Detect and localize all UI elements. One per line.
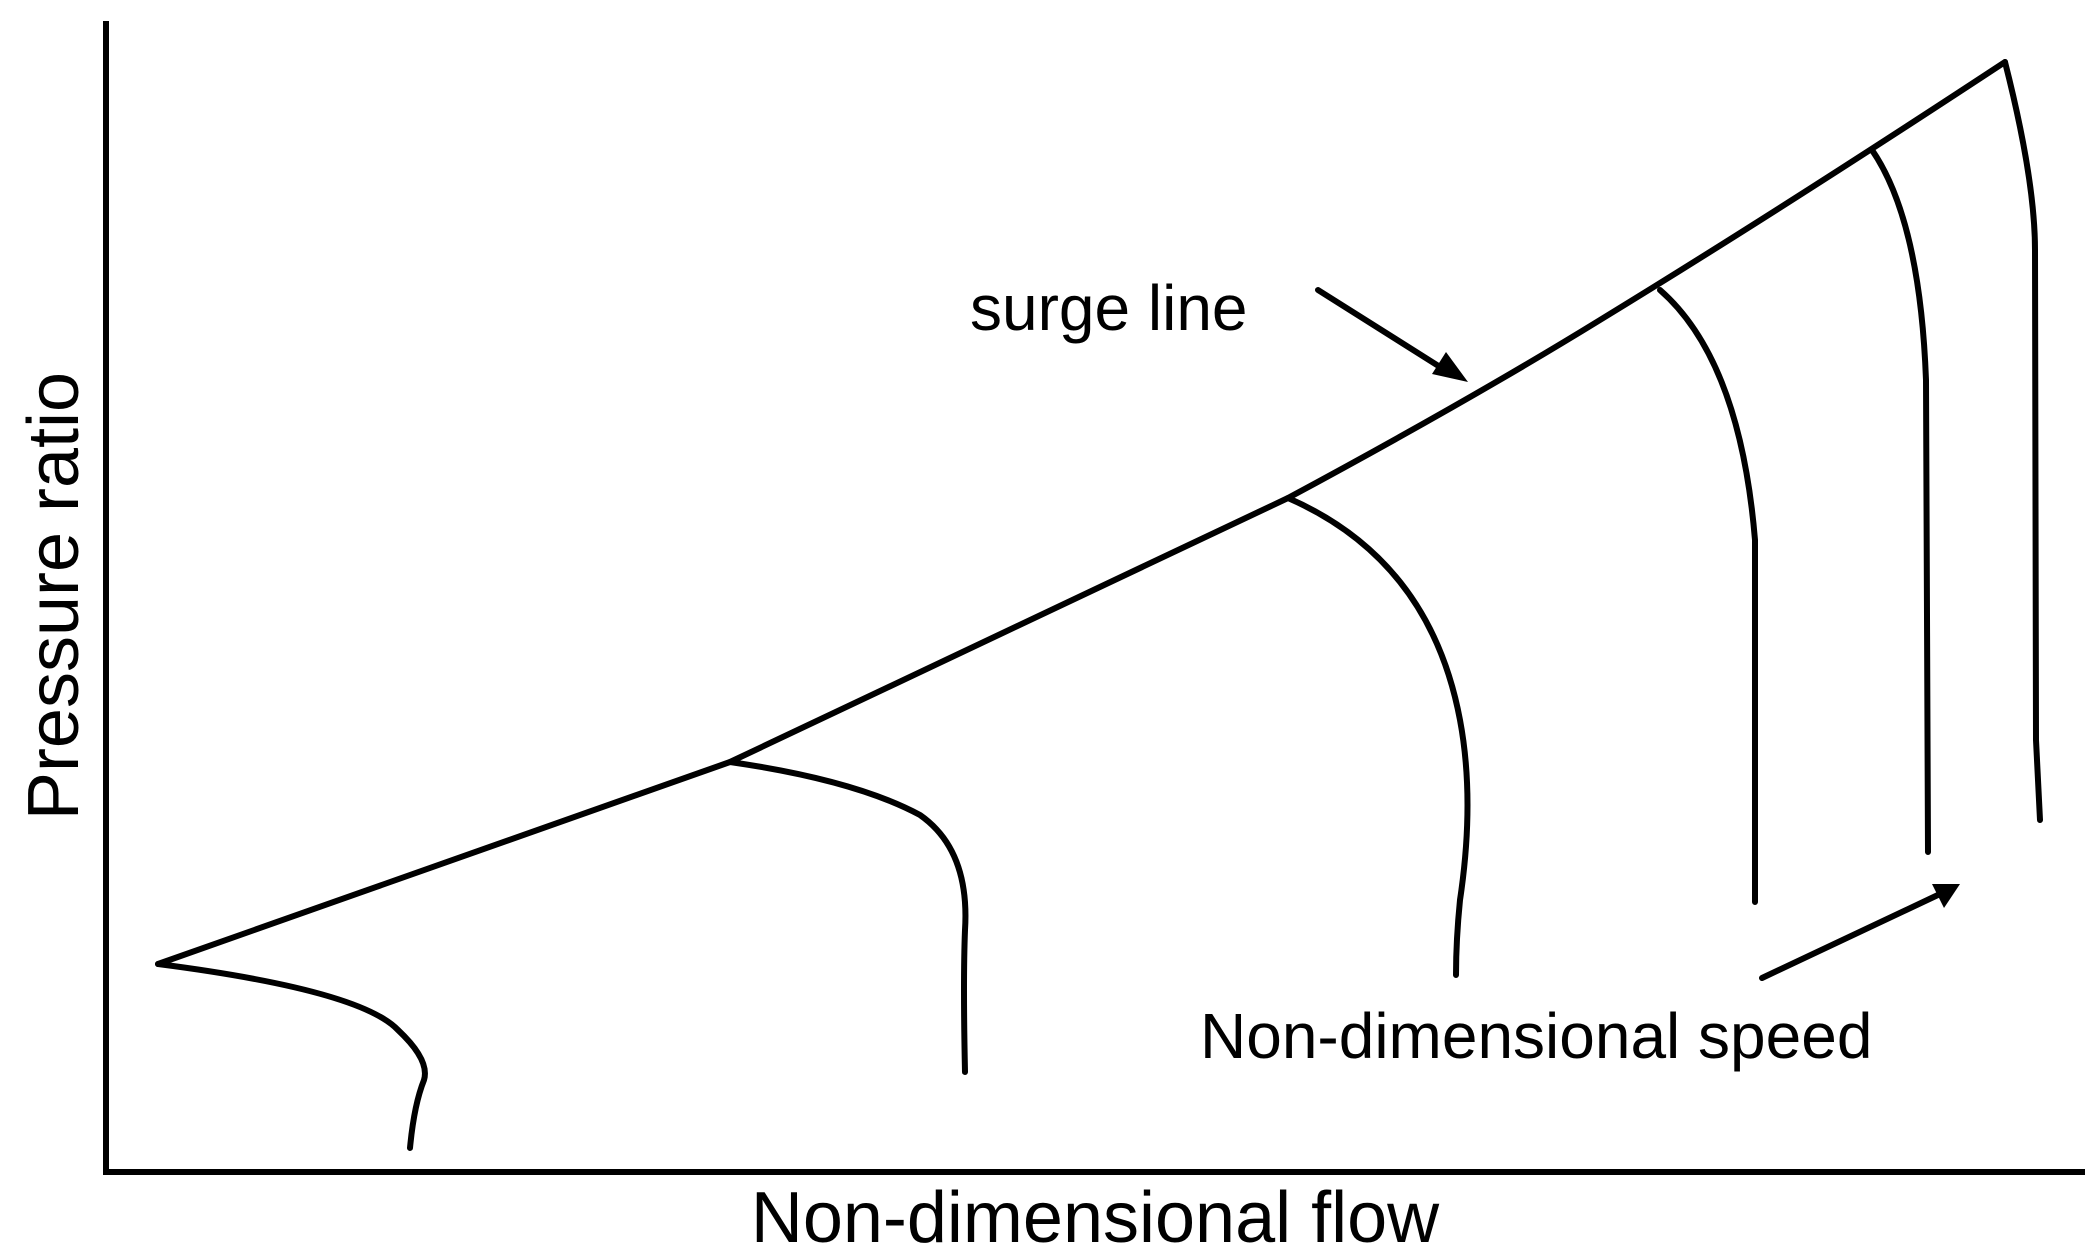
- speed-line-4: [1657, 287, 1758, 905]
- speed-line-6: [2002, 59, 2043, 823]
- speed-arrow-shaft: [1759, 891, 1943, 981]
- speed-line-2: [727, 759, 969, 1075]
- surge-line: [155, 59, 2008, 967]
- y-axis-label: Pressure ratio: [14, 372, 94, 820]
- speed-label: Non-dimensional speed: [1200, 1000, 1872, 1072]
- surge-line-label: surge line: [970, 272, 1248, 344]
- speed-line-1: [155, 961, 428, 1151]
- speed-arrow-head: [1932, 884, 1960, 908]
- x-axis-label: Non-dimensional flow: [751, 1178, 1440, 1258]
- surge-arrow-shaft: [1315, 287, 1451, 375]
- speed-line-3: [1285, 495, 1471, 978]
- speed-line-5: [1869, 147, 1931, 855]
- surge-arrow-head: [1432, 352, 1468, 382]
